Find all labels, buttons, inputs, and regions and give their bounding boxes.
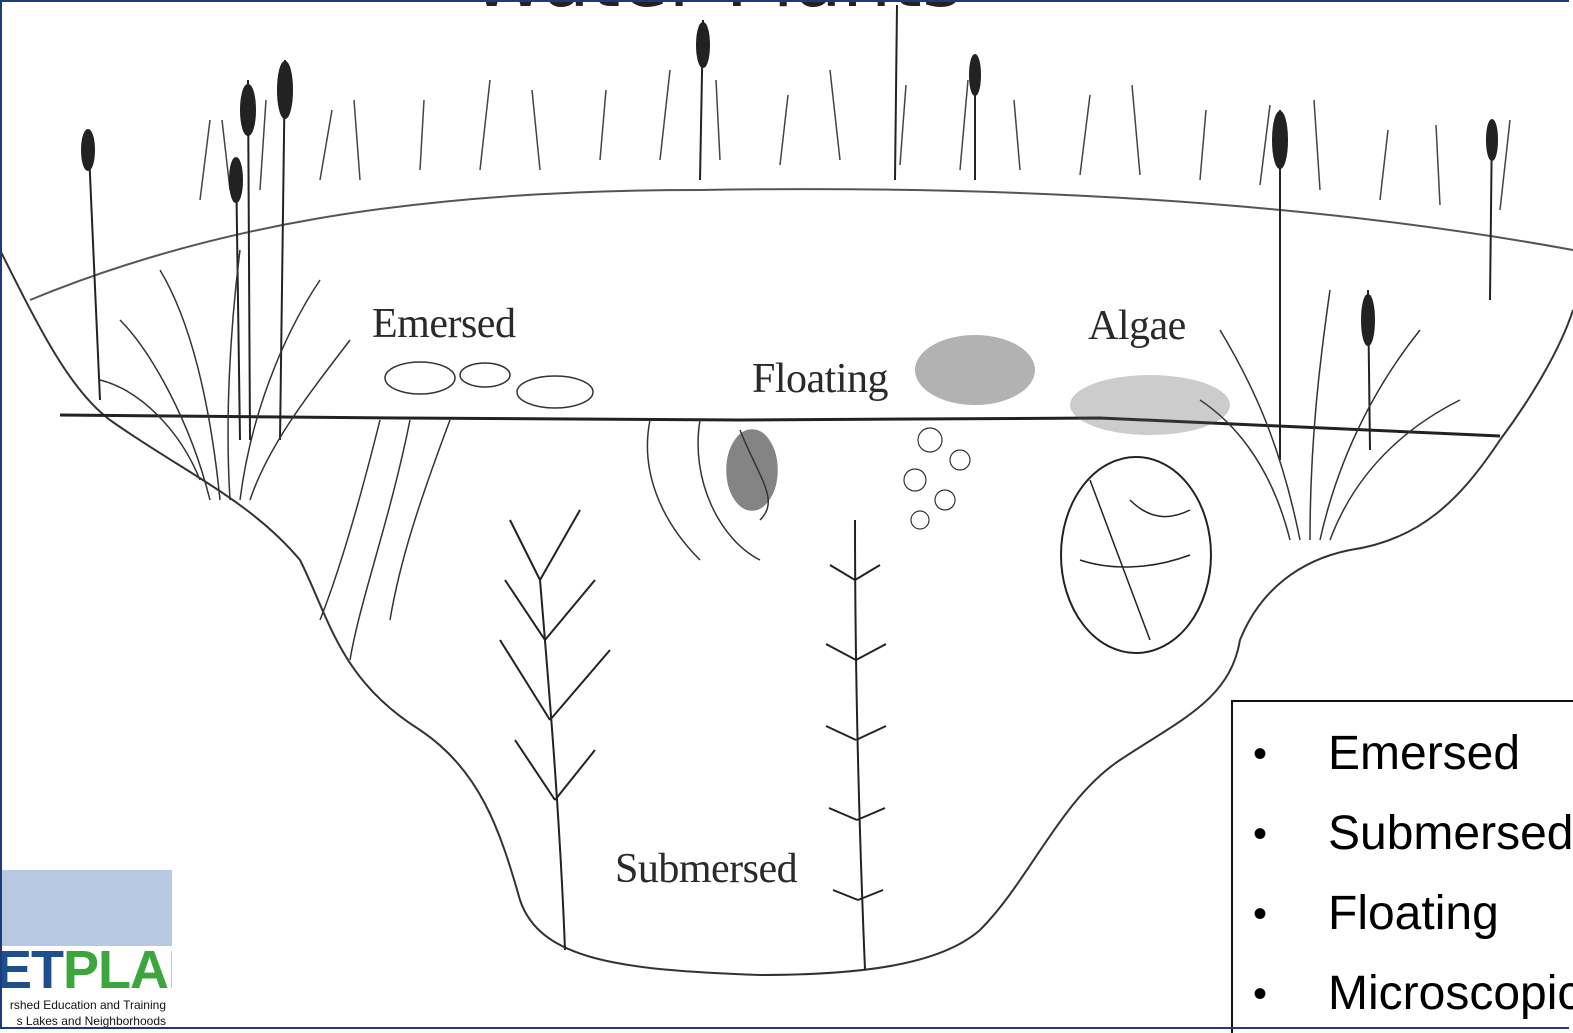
slide: Water Plants (0, 0, 1573, 1033)
slide-frame (0, 0, 1569, 1029)
